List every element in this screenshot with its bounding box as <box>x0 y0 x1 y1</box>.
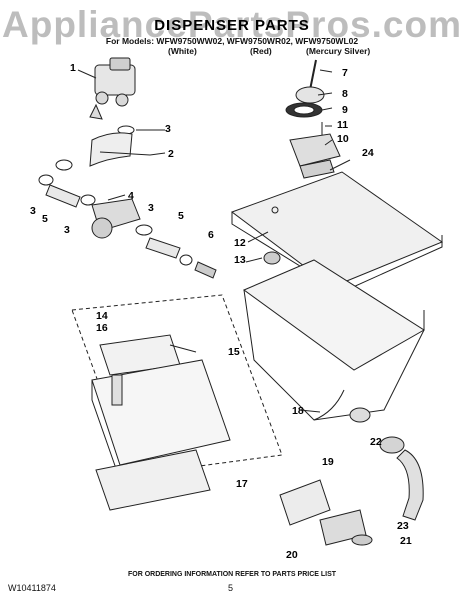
callout-23: 23 <box>397 520 409 532</box>
color-white: (White) <box>168 46 197 56</box>
callout-21: 21 <box>400 535 412 547</box>
water-valve-drawing <box>77 57 136 120</box>
callout-3: 3 <box>148 202 154 214</box>
callout-5: 5 <box>42 213 48 225</box>
callout-15: 15 <box>228 346 240 358</box>
color-red: (Red) <box>250 46 272 56</box>
callout-5: 5 <box>178 210 184 222</box>
callout-2: 2 <box>168 148 174 160</box>
model-numbers: For Models: WFW9750WW02, WFW9750WR02, WF… <box>105 36 359 46</box>
page-number: 5 <box>228 583 234 593</box>
callout-3: 3 <box>64 224 70 236</box>
callout-11: 11 <box>337 119 349 131</box>
page-title: DISPENSER PARTS <box>154 17 310 34</box>
callout-19: 19 <box>322 456 334 468</box>
watermark: AppliancePartsPros.com <box>2 4 462 45</box>
callout-16: 16 <box>96 322 108 334</box>
callout-6: 6 <box>208 229 214 241</box>
callout-13: 13 <box>234 254 246 266</box>
callout-8: 8 <box>342 88 348 100</box>
callout-3: 3 <box>165 123 171 135</box>
color-mercury-silver: (Mercury Silver) <box>306 46 371 56</box>
callout-1: 1 <box>70 62 76 74</box>
callout-7: 7 <box>342 67 348 79</box>
callout-3: 3 <box>30 205 36 217</box>
callout-10: 10 <box>337 133 349 145</box>
callout-17: 17 <box>236 478 248 490</box>
callout-22: 22 <box>370 436 382 448</box>
callout-14: 14 <box>96 310 108 322</box>
callout-4: 4 <box>128 190 134 202</box>
callout-9: 9 <box>342 104 348 116</box>
callout-18: 18 <box>292 405 304 417</box>
callout-20: 20 <box>286 549 298 561</box>
callout-24: 24 <box>362 147 374 159</box>
ordering-note: FOR ORDERING INFORMATION REFER TO PARTS … <box>127 571 337 578</box>
callout-12: 12 <box>234 237 246 249</box>
document-code: W10411874 <box>8 583 56 593</box>
